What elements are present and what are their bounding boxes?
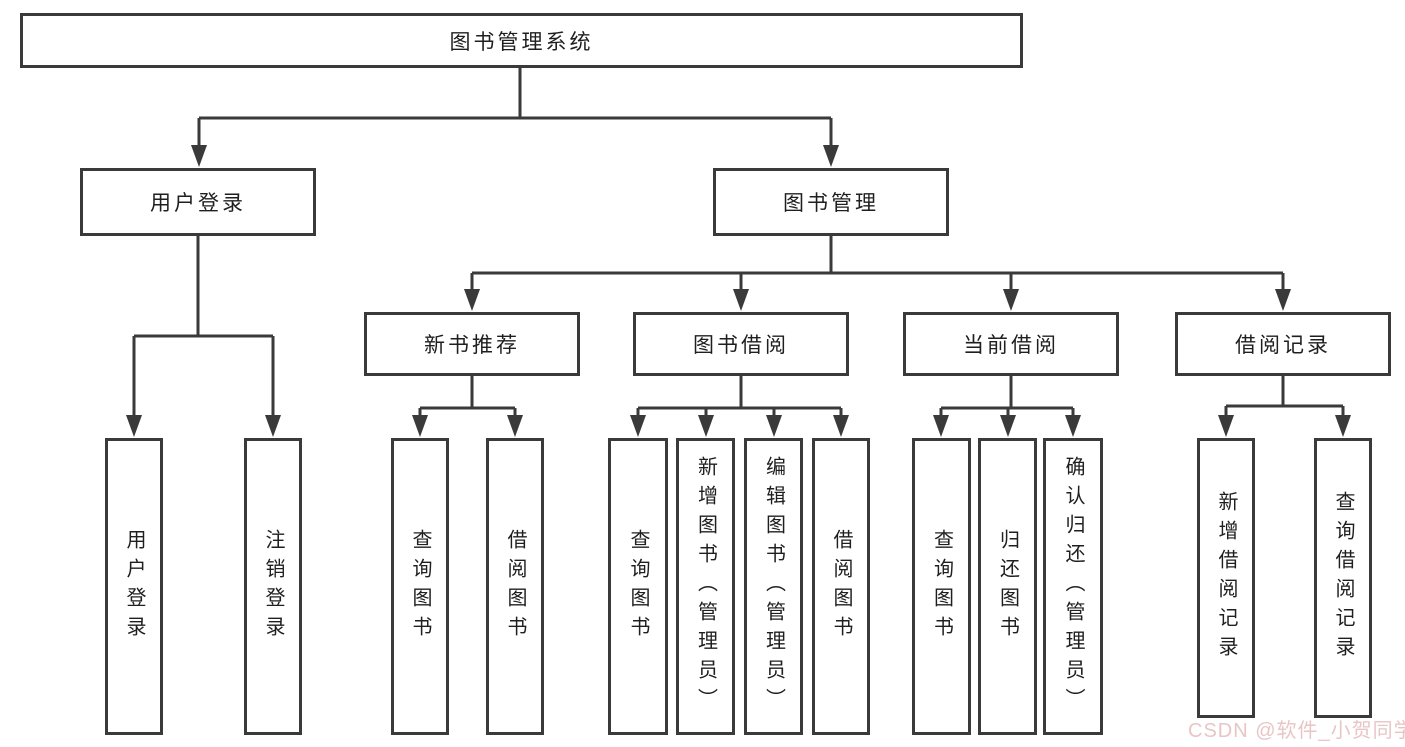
node-user-login: 用户登录 [80,168,316,236]
node-book-management: 图书管理 [713,168,949,236]
node-leaf-edit-book-admin: 编辑图书（管理员） [744,438,803,735]
node-leaf-borrow-book-recommend: 借阅图书 [486,438,544,735]
node-leaf-add-book-admin: 新增图书（管理员） [676,438,735,735]
node-leaf-logout: 注销登录 [244,438,302,735]
node-leaf-query-book-borrowing: 查询图书 [608,438,668,735]
node-current-borrowing: 当前借阅 [903,312,1119,376]
node-leaf-query-book-recommend: 查询图书 [391,438,449,735]
node-leaf-query-book-current: 查询图书 [912,438,971,735]
node-leaf-user-login: 用户登录 [105,438,163,735]
node-new-book-recommend: 新书推荐 [364,312,580,376]
csdn-watermark: CSDN @软件_小贺同学 [1188,720,1405,742]
node-leaf-borrow-book: 借阅图书 [812,438,870,735]
node-leaf-query-borrow-record: 查询借阅记录 [1314,438,1372,718]
node-borrowing-records: 借阅记录 [1175,312,1391,376]
node-leaf-add-borrow-record: 新增借阅记录 [1197,438,1255,718]
node-leaf-return-book: 归还图书 [978,438,1037,735]
node-book-borrowing: 图书借阅 [633,312,849,376]
node-root: 图书管理系统 [20,13,1023,68]
node-leaf-confirm-return-admin: 确认归还（管理员） [1043,438,1103,735]
